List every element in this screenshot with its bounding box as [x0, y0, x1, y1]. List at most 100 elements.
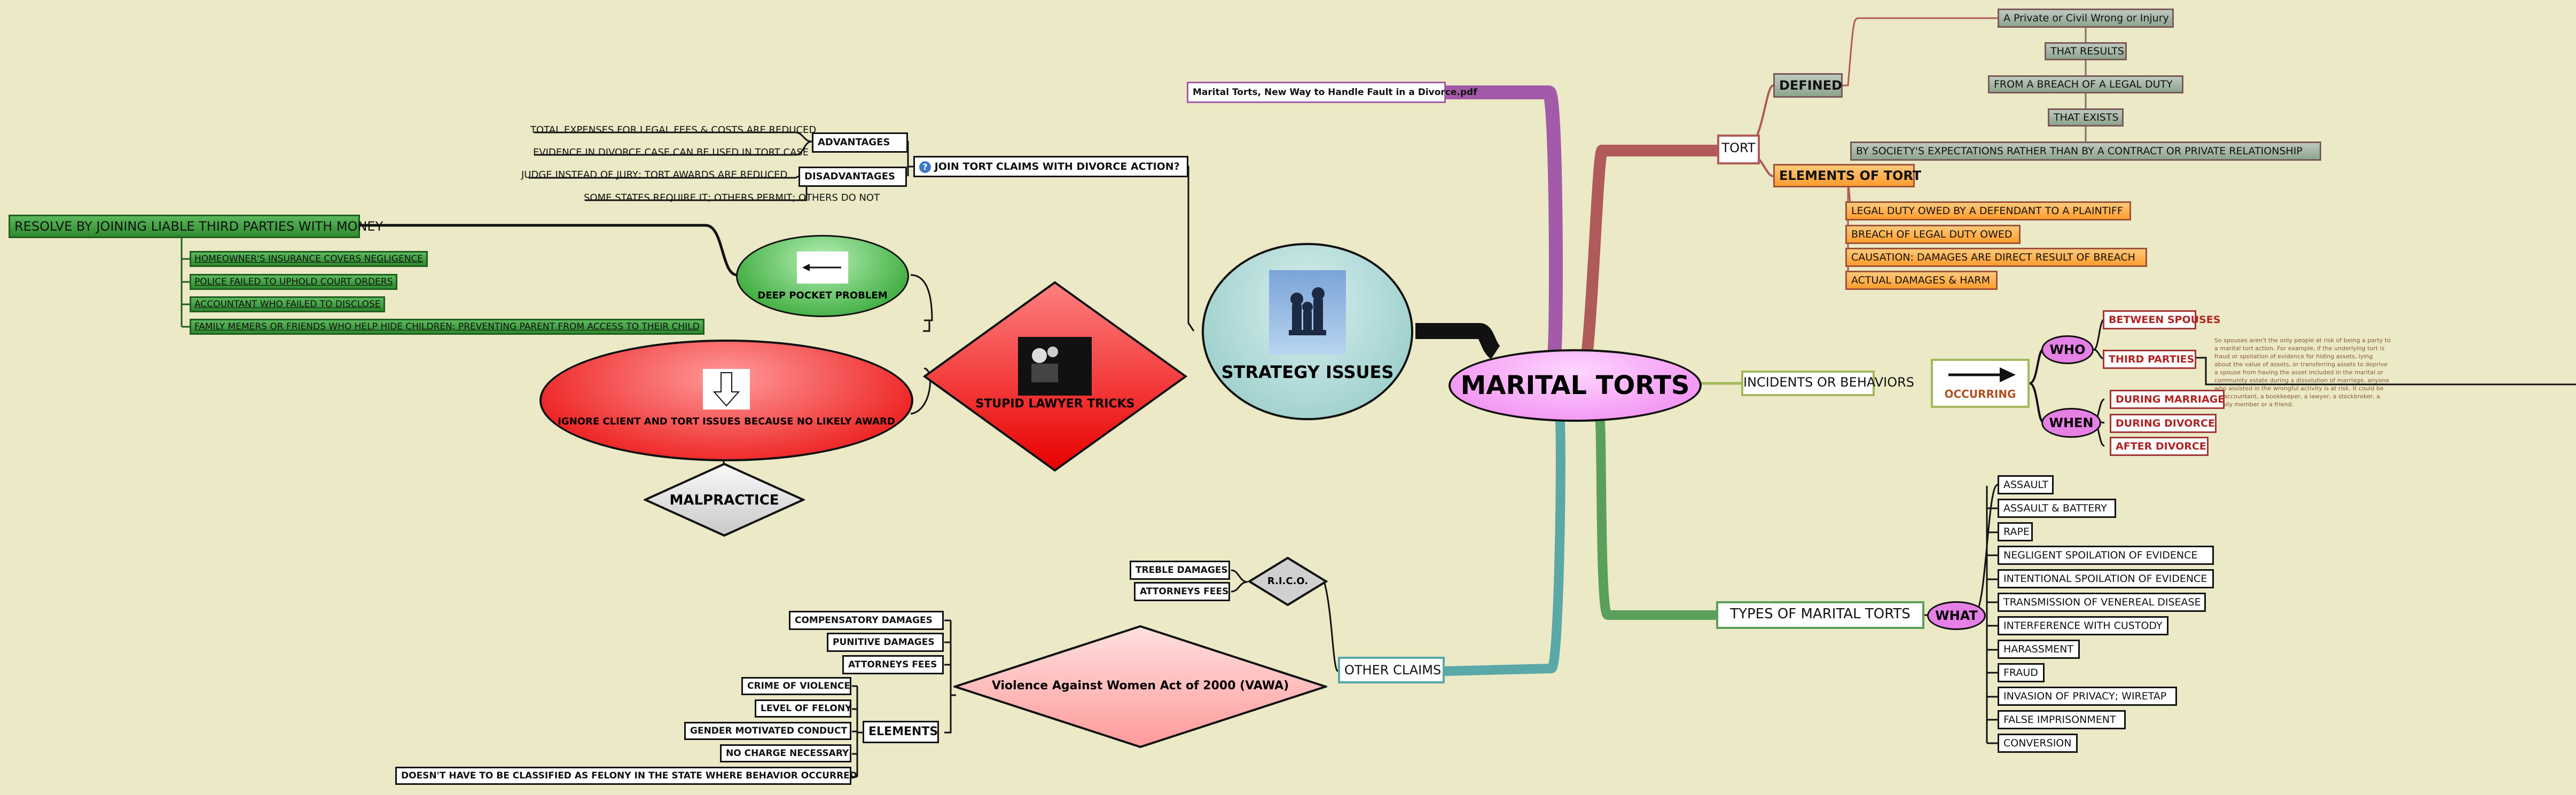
defined-item[interactable]: BY SOCIETY'S EXPECTATIONS RATHER THAN BY… [1850, 141, 2321, 161]
tort-element-text: ACTUAL DAMAGES & HARM [1851, 274, 1990, 286]
tort-type-item[interactable]: RAPE [1998, 522, 2033, 541]
when-node[interactable]: WHEN [2041, 408, 2101, 438]
defined-text: FROM A BREACH OF A LEGAL DUTY [1994, 78, 2173, 90]
advantage-item[interactable]: TOTAL EXPENSES FOR LEGAL FEES & COSTS AR… [526, 123, 820, 138]
advantages-label: ADVANTAGES [818, 137, 890, 148]
who-item-text: BETWEEN SPOUSES [2109, 314, 2221, 326]
disadvantage-item[interactable]: JUDGE INSTEAD OF JURY; TORT AWARDS ARE R… [517, 168, 792, 183]
who-item[interactable]: BETWEEN SPOUSES [2103, 310, 2220, 329]
tort-element-item[interactable]: LEGAL DUTY OWED BY A DEFENDANT TO A PLAI… [1845, 201, 2131, 221]
third-party-item[interactable]: ACCOUNTANT WHO FAILED TO DISCLOSE [190, 296, 386, 312]
resolve-node[interactable]: RESOLVE BY JOINING LIABLE THIRD PARTIES … [9, 215, 383, 238]
other-claims-node[interactable]: OTHER CLAIMS [1338, 657, 1445, 683]
tort-element-text: LEGAL DUTY OWED BY A DEFENDANT TO A PLAI… [1851, 205, 2123, 217]
central-topic[interactable]: MARITAL TORTS [1448, 349, 1702, 422]
stupid-lawyer-tricks-node[interactable]: STUPID LAWYER TRICKS [923, 281, 1187, 472]
defined-node[interactable]: DEFINED [1773, 73, 1843, 98]
tort-node[interactable]: TORT [1717, 135, 1760, 164]
advantages-node[interactable]: ADVANTAGES [812, 132, 908, 153]
when-label: WHEN [2049, 415, 2094, 430]
malpractice-node[interactable]: MALPRACTICE [644, 462, 805, 537]
vawa-node[interactable]: Violence Against Women Act of 2000 (VAWA… [953, 625, 1327, 749]
vawa-element-text: LEVEL OF FELONY [761, 703, 852, 714]
vawa-element-item[interactable]: GENDER MOTIVATED CONDUCT [684, 722, 851, 740]
tort-type-item[interactable]: TRANSMISSION OF VENEREAL DISEASE [1998, 593, 2206, 612]
elements-of-tort-label: ELEMENTS OF TORT [1779, 168, 1922, 183]
states-note-item[interactable]: SOME STATES REQUIRE IT; OTHERS PERMIT; O… [580, 191, 884, 206]
vawa-elements-node[interactable]: ELEMENTS [863, 721, 939, 743]
vawa-item-text: ATTORNEYS FEES [848, 659, 937, 670]
tort-element-item[interactable]: BREACH OF LEGAL DUTY OWED [1845, 225, 2021, 244]
vawa-element-item[interactable]: CRIME OF VIOLENCE [741, 677, 851, 695]
tort-type-item[interactable]: HARASSMENT [1998, 640, 2080, 659]
strategy-label: STRATEGY ISSUES [1221, 362, 1394, 382]
tort-element-text: CAUSATION: DAMAGES ARE DIRECT RESULT OF … [1851, 251, 2135, 263]
disadvantages-node[interactable]: DISADVANTAGES [798, 167, 907, 187]
when-item-text: DURING DIVORCE [2116, 418, 2215, 429]
defined-item[interactable]: FROM A BREACH OF A LEGAL DUTY [1988, 75, 2183, 93]
defined-item[interactable]: A Private or Civil Wrong or Injury [1998, 9, 2174, 28]
incidents-node[interactable]: INCIDENTS OR BEHAVIORS [1741, 371, 1914, 396]
defined-item[interactable]: THAT EXISTS [2048, 108, 2124, 127]
diamond-shape [644, 462, 805, 537]
join-tort-label: JOIN TORT CLAIMS WITH DIVORCE ACTION? [934, 161, 1180, 172]
types-node[interactable]: TYPES OF MARITAL TORTS [1716, 601, 1924, 629]
tort-element-item[interactable]: ACTUAL DAMAGES & HARM [1845, 271, 1998, 290]
what-node[interactable]: WHAT [1927, 601, 1986, 630]
tort-type-item[interactable]: FRAUD [1998, 663, 2045, 682]
advantage-text: TOTAL EXPENSES FOR LEGAL FEES & COSTS AR… [530, 124, 817, 136]
join-tort-question[interactable]: ? JOIN TORT CLAIMS WITH DIVORCE ACTION? [913, 156, 1188, 177]
tort-type-item[interactable]: NEGLIGENT SPOILATION OF EVIDENCE [1998, 546, 2214, 565]
vawa-element-item[interactable]: DOESN'T HAVE TO BE CLASSIFIED AS FELONY … [395, 767, 857, 785]
third-party-item[interactable]: FAMILY MEMERS OR FRIENDS WHO HELP HIDE C… [190, 319, 704, 335]
vawa-element-item[interactable]: LEVEL OF FELONY [755, 699, 851, 718]
tort-element-item[interactable]: CAUSATION: DAMAGES ARE DIRECT RESULT OF … [1845, 248, 2147, 267]
tort-type-item[interactable]: INTENTIONAL SPOILATION OF EVIDENCE [1998, 569, 2214, 588]
what-label: WHAT [1935, 608, 1978, 623]
vawa-element-item[interactable]: NO CHARGE NECESSARY [720, 744, 851, 762]
stupid-lawyer-tricks-label: STUPID LAWYER TRICKS [975, 397, 1135, 411]
who-item[interactable]: THIRD PARTIES [2103, 350, 2196, 369]
deep-pocket-node[interactable]: DEEP POCKET PROBLEM [736, 235, 909, 317]
tort-type-item[interactable]: ASSAULT [1998, 475, 2054, 494]
tort-type-text: INTERFERENCE WITH CUSTODY [2003, 620, 2163, 632]
rico-item[interactable]: TREBLE DAMAGES [1130, 561, 1230, 580]
tort-type-item[interactable]: INVASION OF PRIVACY; WIRETAP [1998, 687, 2177, 706]
third-party-text: HOMEOWNER'S INSURANCE COVERS NEGLIGENCE [194, 254, 424, 264]
vawa-item[interactable]: COMPENSATORY DAMAGES [789, 611, 944, 630]
rico-node[interactable]: R.I.C.O. [1248, 556, 1328, 607]
when-item[interactable]: DURING DIVORCE [2110, 414, 2217, 433]
occurring-node[interactable]: OCCURRING [1931, 359, 2030, 408]
vawa-item[interactable]: PUNITIVE DAMAGES [827, 633, 944, 652]
occurring-label: OCCURRING [1944, 388, 2016, 400]
third-party-item[interactable]: HOMEOWNER'S INSURANCE COVERS NEGLIGENCE [190, 251, 428, 267]
when-item-text: AFTER DIVORCE [2116, 440, 2206, 452]
third-party-item[interactable]: POLICE FAILED TO UPHOLD COURT ORDERS [190, 274, 398, 290]
when-item[interactable]: AFTER DIVORCE [2110, 437, 2209, 456]
disadvantages-label: DISADVANTAGES [804, 171, 896, 182]
tort-type-item[interactable]: FALSE IMPRISONMENT [1998, 710, 2126, 729]
tort-type-text: TRANSMISSION OF VENEREAL DISEASE [2003, 596, 2201, 608]
tort-type-item[interactable]: ASSAULT & BATTERY [1998, 499, 2116, 518]
who-node[interactable]: WHO [2041, 335, 2094, 364]
vawa-element-text: CRIME OF VIOLENCE [747, 681, 851, 691]
strategy-issues-node[interactable]: STRATEGY ISSUES [1202, 243, 1413, 420]
ignore-client-node[interactable]: IGNORE CLIENT AND TORT ISSUES BECAUSE NO… [539, 340, 913, 461]
vawa-element-text: GENDER MOTIVATED CONDUCT [690, 726, 848, 736]
vawa-element-text: DOESN'T HAVE TO BE CLASSIFIED AS FELONY … [401, 770, 857, 781]
when-item[interactable]: DURING MARRIAGE [2110, 390, 2225, 409]
tort-type-item[interactable]: INTERFERENCE WITH CUSTODY [1998, 616, 2168, 635]
elements-of-tort-node[interactable]: ELEMENTS OF TORT [1773, 164, 1921, 187]
vawa-item[interactable]: ATTORNEYS FEES [842, 655, 944, 674]
rico-item[interactable]: ATTORNEYS FEES [1134, 582, 1230, 601]
when-item-text: DURING MARRIAGE [2116, 393, 2225, 405]
diamond-shape [953, 625, 1327, 749]
tort-type-item[interactable]: CONVERSION [1998, 734, 2078, 753]
advantage-item[interactable]: EVIDENCE IN DIVORCE CASE CAN BE USED IN … [529, 145, 813, 160]
defined-item[interactable]: THAT RESULTS [2045, 42, 2127, 60]
vawa-item-text: COMPENSATORY DAMAGES [795, 615, 933, 626]
attachment-pdf-link[interactable]: Marital Torts, New Way to Handle Fault i… [1187, 82, 1477, 103]
tort-type-text: RAPE [2003, 526, 2030, 538]
arrow-down-icon [703, 368, 750, 410]
